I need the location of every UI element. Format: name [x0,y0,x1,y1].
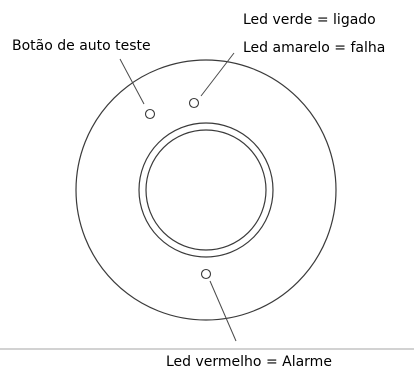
self-test-button-label: Botão de auto teste [12,38,151,54]
red-led-label: Led vermelho = Alarme [166,354,332,370]
green-led-label: Led verde = ligado [243,12,376,28]
red-led-leader [209,280,237,342]
self-test-button-dot [144,108,156,120]
yellow-led-label: Led amarelo = falha [243,40,385,56]
red-led-dot [200,268,212,280]
outer-ring [75,59,337,321]
green-yellow-led-dot [188,97,200,109]
self-test-leader [119,58,145,105]
inner-ring [145,129,267,251]
middle-ring [138,122,274,258]
green-yellow-leader [200,52,235,97]
